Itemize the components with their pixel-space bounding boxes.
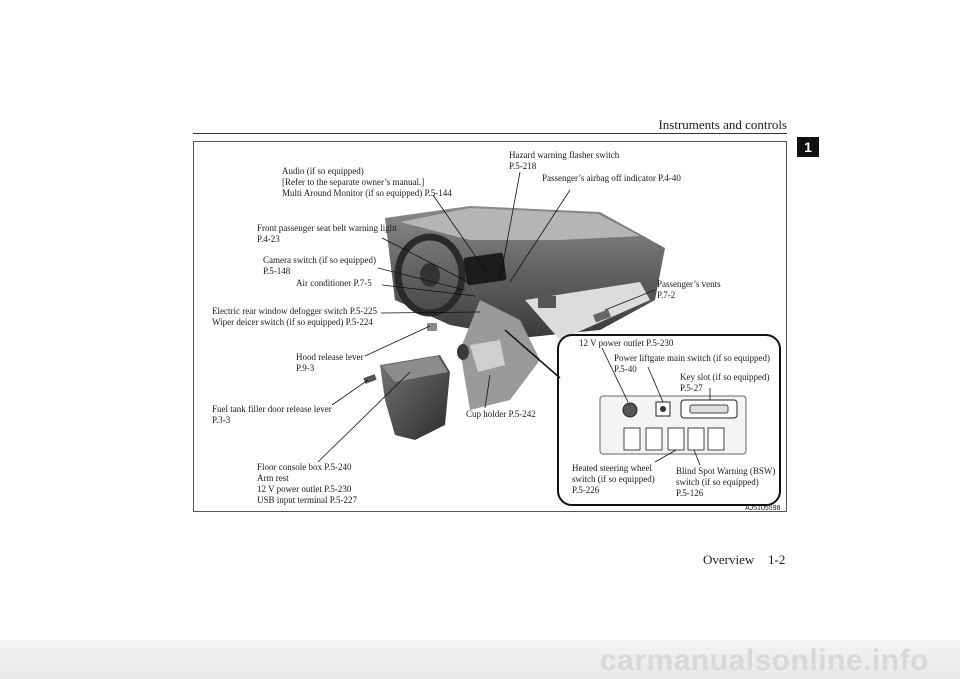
footer-page-number: 1-2 (768, 552, 786, 567)
hood-release-lever (427, 323, 437, 331)
label-audio: Audio (if so equipped)[Refer to the sepa… (282, 166, 452, 198)
fuel-lever (363, 374, 377, 384)
label-air-conditioner: Air conditioner P.7-5 (296, 278, 372, 288)
center-display (463, 252, 507, 286)
bsw-switch (687, 427, 705, 451)
section-title: Instruments and controls (658, 117, 787, 132)
label-cup-holder: Cup holder P.5-242 (466, 409, 536, 419)
figure-code: AJ5105598 (745, 505, 781, 512)
footer-band (0, 640, 960, 679)
label-airbag-indicator: Passenger’s airbag off indicator P.4-40 (542, 173, 681, 183)
label-liftgate: Power liftgate main switch (if so equipp… (614, 353, 770, 374)
chapter-tab: 1 (797, 137, 819, 157)
footer-section: Overview (703, 552, 755, 567)
label-bsw: Blind Spot Warning (BSW)switch (if so eq… (676, 466, 776, 498)
figure-frame (193, 141, 787, 512)
label-camera-switch: Camera switch (if so equipped)P.5-148 (263, 255, 376, 276)
watermark: carmanualsonline.info (600, 644, 929, 677)
dashboard-top (400, 208, 640, 240)
header-rule (193, 133, 787, 134)
label-power-outlet-top: 12 V power outlet P.5-230 (579, 338, 674, 348)
heated-steering-switch (667, 427, 685, 451)
steering-wheel (394, 233, 466, 317)
label-defogger: Electric rear window defogger switch P.5… (212, 306, 377, 327)
power-outlet-icon (622, 402, 638, 418)
label-key-slot: Key slot (if so equipped)P.5-27 (680, 372, 770, 393)
passenger-trim (525, 282, 650, 340)
